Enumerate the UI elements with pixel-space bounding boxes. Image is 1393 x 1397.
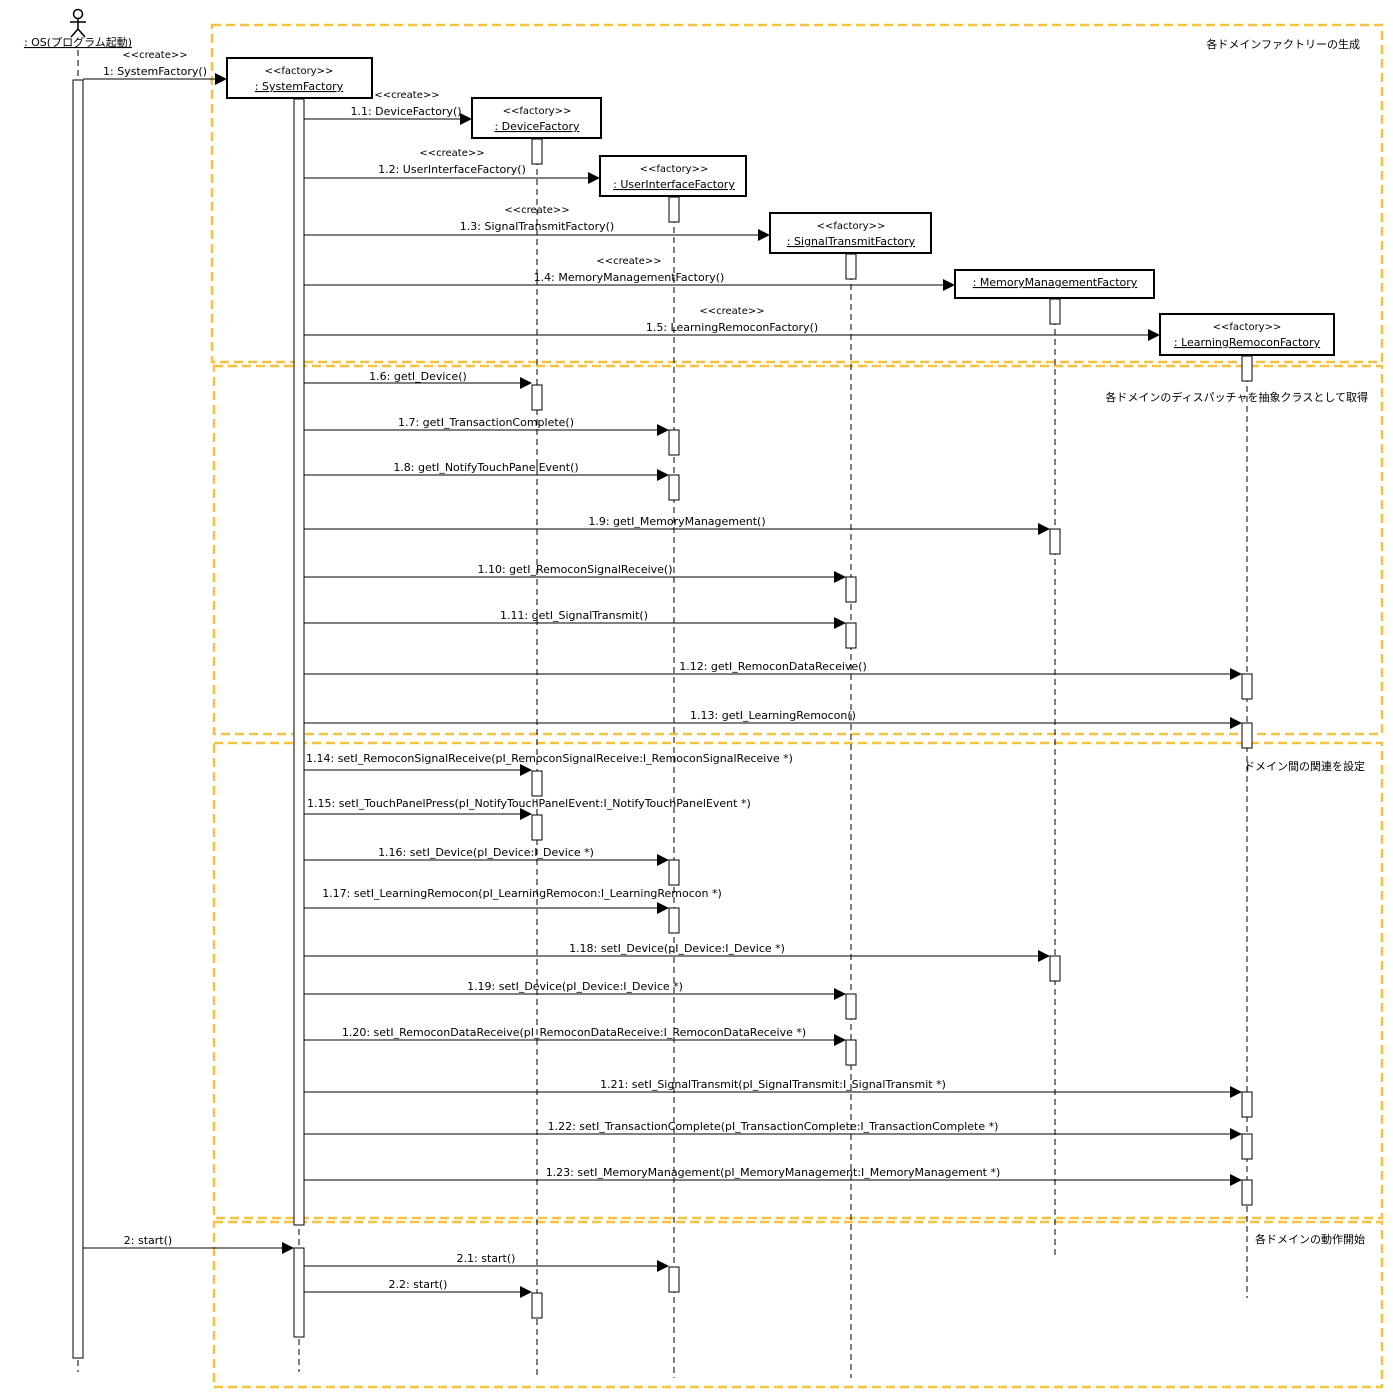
activation-bar bbox=[1241, 1133, 1253, 1160]
activation-bar bbox=[1241, 673, 1253, 700]
activation-bar bbox=[1241, 355, 1253, 382]
object-device-factory: <<factory>> : DeviceFactory bbox=[471, 97, 602, 139]
activation-bar bbox=[531, 814, 543, 841]
message-label: 1.19: setI_Device(pI_Device:I_Device *) bbox=[467, 980, 683, 993]
message-stereotype: <<create>> bbox=[596, 256, 661, 267]
message-label: 1.23: setI_MemoryManagement(pI_MemoryMan… bbox=[546, 1166, 1001, 1179]
object-stereotype: <<factory>> bbox=[817, 221, 886, 232]
activation-bar bbox=[293, 98, 305, 1226]
message-label: 2.2: start() bbox=[389, 1278, 448, 1291]
activation-bar bbox=[1241, 722, 1253, 749]
fragment-start-domains: 各ドメインの動作開始 bbox=[212, 1220, 1384, 1389]
message-label: 1.5: LearningRemoconFactory() bbox=[646, 321, 818, 334]
message-label: 1.13: getI_LearningRemocon() bbox=[690, 709, 856, 722]
object-signal-factory: <<factory>> : SignalTransmitFactory bbox=[769, 212, 932, 254]
message-label: 1.8: getI_NotifyTouchPanelEvent() bbox=[393, 461, 578, 474]
activation-bar bbox=[531, 770, 543, 797]
message-label: 1.17: setI_LearningRemocon(pI_LearningRe… bbox=[322, 887, 722, 900]
message-label: 1.22: setI_TransactionComplete(pI_Transa… bbox=[548, 1120, 999, 1133]
message-label: 1.15: setI_TouchPanelPress(pI_NotifyTouc… bbox=[307, 797, 751, 810]
fragment-create-factories: 各ドメインファクトリーの生成 bbox=[210, 23, 1384, 364]
message-label: 1.18: setI_Device(pI_Device:I_Device *) bbox=[569, 942, 785, 955]
object-name: : SystemFactory bbox=[255, 80, 344, 93]
message-label: 1.12: getI_RemoconDataReceive() bbox=[679, 660, 867, 673]
object-stereotype: <<factory>> bbox=[1213, 322, 1282, 333]
message-label: 1.10: getI_RemoconSignalReceive() bbox=[477, 563, 672, 576]
message-label: 2: start() bbox=[124, 1234, 172, 1247]
actor-os: : OS(プログラム起動) bbox=[24, 8, 132, 49]
message-label: 1.14: setI_RemoconSignalReceive(pI_Remoc… bbox=[306, 752, 793, 765]
fragment-label: 各ドメインのディスパッチャを抽象クラスとして取得 bbox=[1105, 390, 1368, 404]
message-stereotype: <<create>> bbox=[419, 148, 484, 159]
message-label: 1.4: MemoryManagementFactory() bbox=[534, 271, 725, 284]
message-label: 1.11: getI_SignalTransmit() bbox=[500, 609, 648, 622]
object-name: : LearningRemoconFactory bbox=[1174, 336, 1321, 349]
object-stereotype: <<factory>> bbox=[265, 66, 334, 77]
message-labels: <<create>> 1: SystemFactory() <<create>>… bbox=[103, 50, 1000, 1291]
object-learning-factory: <<factory>> : LearningRemoconFactory bbox=[1159, 313, 1335, 356]
object-name: : MemoryManagementFactory bbox=[973, 276, 1138, 289]
activation-bar bbox=[1049, 528, 1061, 555]
message-label: 1.9: getI_MemoryManagement() bbox=[588, 515, 765, 528]
fragment-get-dispatchers: 各ドメインのディスパッチャを抽象クラスとして取得 bbox=[212, 364, 1384, 736]
message-label: 1.3: SignalTransmitFactory() bbox=[460, 220, 614, 233]
object-stereotype: <<factory>> bbox=[503, 106, 572, 117]
activation-bar bbox=[668, 1266, 680, 1293]
object-name: : UserInterfaceFactory bbox=[613, 178, 735, 191]
message-stereotype: <<create>> bbox=[504, 205, 569, 216]
activation-bar bbox=[845, 993, 857, 1020]
message-stereotype: <<create>> bbox=[122, 50, 187, 61]
activation-bar bbox=[668, 907, 680, 934]
object-system-factory: <<factory>> : SystemFactory bbox=[226, 57, 373, 99]
activation-bar bbox=[1049, 955, 1061, 982]
activation-bars bbox=[72, 79, 1253, 1359]
message-label: 1.1: DeviceFactory() bbox=[350, 105, 461, 118]
message-stereotype: <<create>> bbox=[699, 306, 764, 317]
activation-bar bbox=[1241, 1091, 1253, 1118]
activation-bar bbox=[668, 474, 680, 501]
stick-figure-icon bbox=[70, 8, 86, 38]
activation-bar bbox=[1049, 298, 1061, 325]
message-label: 2.1: start() bbox=[457, 1252, 516, 1265]
activation-bar bbox=[72, 79, 84, 1359]
message-label: 1.6: getI_Device() bbox=[369, 370, 467, 383]
messages bbox=[83, 73, 1242, 1298]
activation-bar bbox=[531, 1292, 543, 1319]
message-label: 1.21: setI_SignalTransmit(pI_SignalTrans… bbox=[600, 1078, 946, 1091]
fragment-label: 各ドメインファクトリーの生成 bbox=[1206, 37, 1360, 51]
fragment-set-relations: ドメイン間の関連を設定 bbox=[212, 741, 1384, 1220]
actor-name: : OS(プログラム起動) bbox=[24, 35, 132, 49]
activation-bar bbox=[845, 576, 857, 603]
message-label: 1.7: getI_TransactionComplete() bbox=[398, 416, 574, 429]
activation-bar bbox=[293, 1247, 305, 1338]
object-name: : DeviceFactory bbox=[494, 120, 579, 133]
activation-bar bbox=[668, 429, 680, 456]
message-label: 1.16: setI_Device(pI_Device:I_Device *) bbox=[378, 846, 594, 859]
message-label: 1.20: setI_RemoconDataReceive(pI_Remocon… bbox=[342, 1026, 806, 1039]
activation-bar bbox=[668, 859, 680, 886]
activation-bar bbox=[845, 1039, 857, 1066]
activation-bar bbox=[1241, 1179, 1253, 1206]
activation-bar bbox=[668, 196, 680, 223]
fragment-label: 各ドメインの動作開始 bbox=[1255, 1232, 1365, 1246]
activation-bar bbox=[845, 253, 857, 280]
fragment-label: ドメイン間の関連を設定 bbox=[1244, 759, 1365, 773]
activation-bar bbox=[845, 622, 857, 649]
object-stereotype: <<factory>> bbox=[640, 164, 709, 175]
object-name: : SignalTransmitFactory bbox=[787, 235, 916, 248]
activation-bar bbox=[531, 384, 543, 411]
object-memory-factory: : MemoryManagementFactory bbox=[954, 269, 1155, 299]
message-stereotype: <<create>> bbox=[374, 90, 439, 101]
message-label: 1.2: UserInterfaceFactory() bbox=[378, 163, 526, 176]
activation-bar bbox=[531, 138, 543, 165]
message-label: 1: SystemFactory() bbox=[103, 65, 207, 78]
object-ui-factory: <<factory>> : UserInterfaceFactory bbox=[599, 155, 747, 197]
